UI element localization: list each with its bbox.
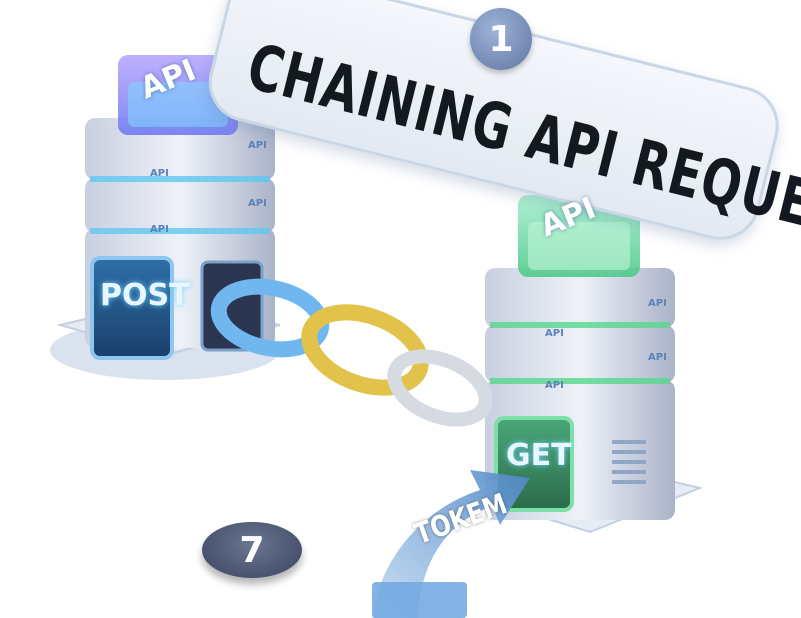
chain	[210, 278, 493, 427]
left-glow-strip-2	[90, 228, 270, 234]
left-layer-label-1: API	[248, 140, 267, 151]
right-glow-strip-1	[490, 322, 670, 328]
left-post-screen	[90, 256, 174, 360]
right-cube-inner	[528, 222, 630, 270]
left-layer-label-3: API	[248, 198, 267, 209]
left-glow-strip-1	[90, 176, 270, 182]
arrow-block	[372, 582, 467, 618]
arrow-shape	[372, 470, 530, 618]
right-layer-label-2: API	[545, 328, 564, 339]
right-server	[466, 195, 704, 534]
right-layer-label-3: API	[648, 352, 667, 363]
get-label: GET	[506, 438, 572, 473]
vent-icon	[612, 440, 646, 484]
left-layer-label-4: API	[150, 224, 169, 235]
step-badge-top: 1	[470, 8, 532, 70]
left-cube-inner	[128, 82, 228, 127]
right-layer-2	[485, 325, 675, 383]
step-badge-bottom: 7	[202, 522, 302, 578]
token-arrow	[372, 470, 530, 618]
left-layer-label-2: API	[150, 168, 169, 179]
chain-link-silver	[387, 349, 493, 427]
chain-link-gold	[301, 304, 429, 396]
post-label: POST	[100, 278, 190, 313]
right-glow-strip-2	[490, 378, 670, 384]
right-layer-label-4: API	[545, 380, 564, 391]
right-layer-1	[485, 268, 675, 328]
right-layer-label-1: API	[648, 298, 667, 309]
chain-link-blue	[210, 278, 330, 358]
left-layer-2	[85, 178, 275, 233]
